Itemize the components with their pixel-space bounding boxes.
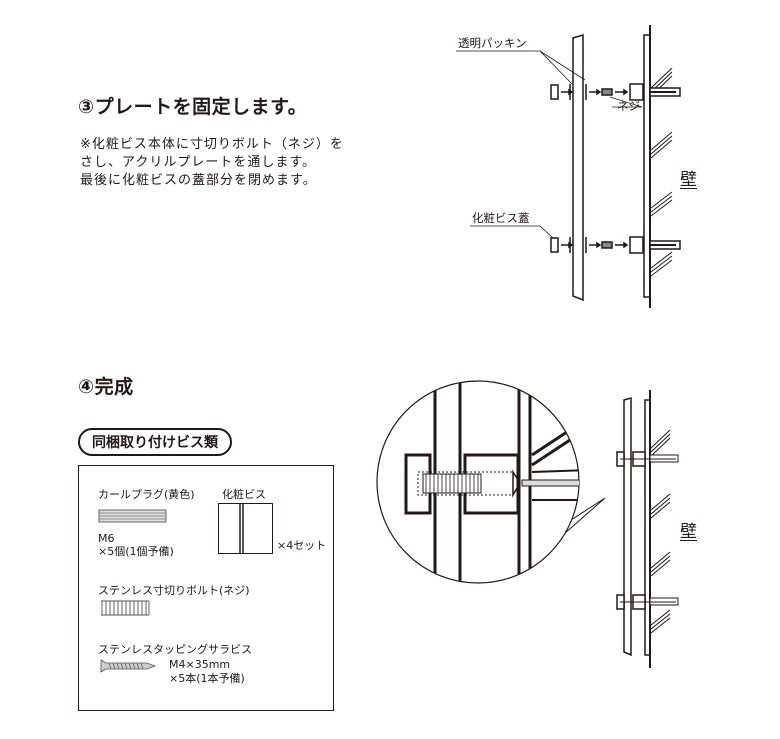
note-line: 最後に化粧ビスの蓋部分を閉めます。 (80, 173, 317, 188)
deco-screw-name: 化粧ビス (222, 488, 266, 501)
plug-icon (98, 509, 167, 523)
assembly-diagram-icon (456, 25, 681, 308)
label-cap: 化粧ビス蓋 (472, 211, 530, 225)
step4-title: ④完成 (78, 376, 134, 398)
parts-box: カールプラグ(黄色) M6 ×5個(1個予備) 化粧ビス ×4セット ステンレス… (78, 465, 334, 711)
deco-screw-icon (218, 503, 273, 554)
bolt-name: ステンレス寸切りボルト(ネジ) (98, 584, 250, 597)
tapping-screw-icon (100, 659, 157, 673)
label-wall-complete: 壁 (680, 522, 697, 542)
label-clear-packing: 透明パッキン (458, 36, 527, 50)
step3-notes: ※化粧ビス本体に寸切りボルト（ネジ）を さし、アクリルプレートを通します。 最後… (80, 136, 344, 190)
label-wall: 壁 (680, 170, 697, 190)
deco-screw-qty: ×4セット (277, 539, 327, 552)
note-line: ※化粧ビス本体に寸切りボルト（ネジ）を (80, 137, 344, 152)
bolt-icon (101, 600, 150, 616)
tapping-screw-qty: ×5本(1本予備) (169, 672, 245, 685)
plug-name: カールプラグ(黄色) (98, 488, 195, 501)
step3-title: ③プレートを固定します。 (78, 96, 308, 118)
tapping-screw-name: ステンレスタッピングサラビス (98, 643, 252, 656)
plug-qty: ×5個(1個予備) (98, 545, 174, 558)
plug-size: M6 (98, 532, 115, 545)
label-screw: ネジ (617, 99, 640, 113)
tapping-screw-size: M4×35mm (169, 658, 231, 671)
note-line: さし、アクリルプレートを通します。 (80, 155, 317, 170)
parts-heading: 同梱取り付けビス類 (78, 428, 232, 456)
